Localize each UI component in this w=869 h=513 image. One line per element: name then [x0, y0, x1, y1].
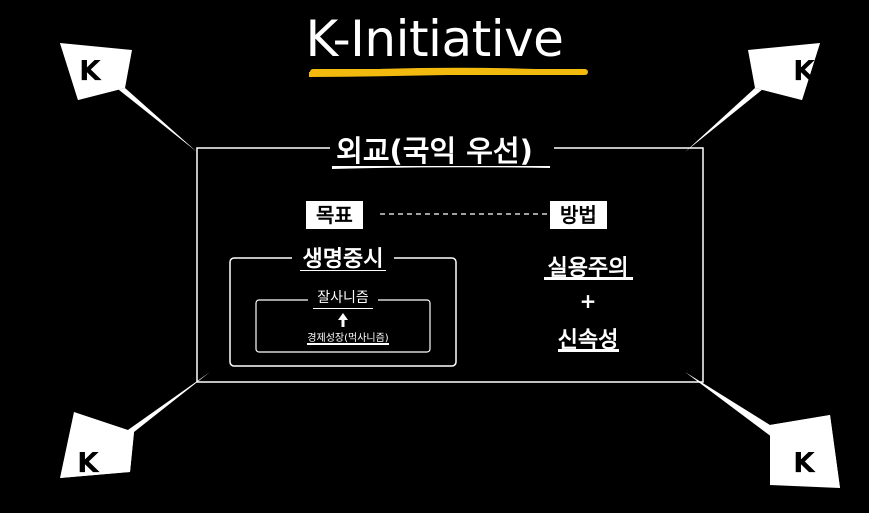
k-label-top-left: K — [79, 54, 101, 87]
method-item1-underline — [544, 277, 633, 280]
method-label: 방법 — [550, 201, 607, 229]
arrow-top-right — [685, 43, 820, 152]
main-heading-bg — [330, 126, 554, 166]
goal-primary-bg — [292, 244, 394, 270]
title-underline-stroke — [310, 69, 588, 75]
page-title: K-Initiative — [305, 10, 564, 68]
method-item2: 신속성 — [557, 328, 619, 353]
goal-secondary-bg — [308, 288, 378, 308]
tertiary-underline — [307, 343, 389, 345]
goal-primary: 생명중시 — [302, 247, 384, 272]
main-heading: 외교(국익 우선) — [336, 134, 533, 168]
k-label-bottom-left: K — [77, 446, 99, 479]
secondary-underline — [313, 307, 373, 309]
arrow-top-left — [60, 43, 197, 152]
method-plus: + — [579, 289, 597, 313]
k-label-bottom-right: K — [793, 446, 815, 479]
arrow-bottom-left — [60, 372, 210, 478]
up-arrow-icon — [338, 313, 348, 327]
method-item2-underline — [558, 349, 619, 352]
goal-secondary: 잘사니즘 — [317, 290, 369, 306]
k-label-top-right: K — [793, 54, 815, 87]
method-item1: 실용주의 — [547, 256, 629, 281]
arrow-bottom-right — [685, 372, 840, 488]
goal-outer-box — [229, 257, 457, 367]
goal-label: 목표 — [306, 201, 363, 229]
goal-tertiary: 경제성장(먹사니즘) — [307, 333, 389, 344]
